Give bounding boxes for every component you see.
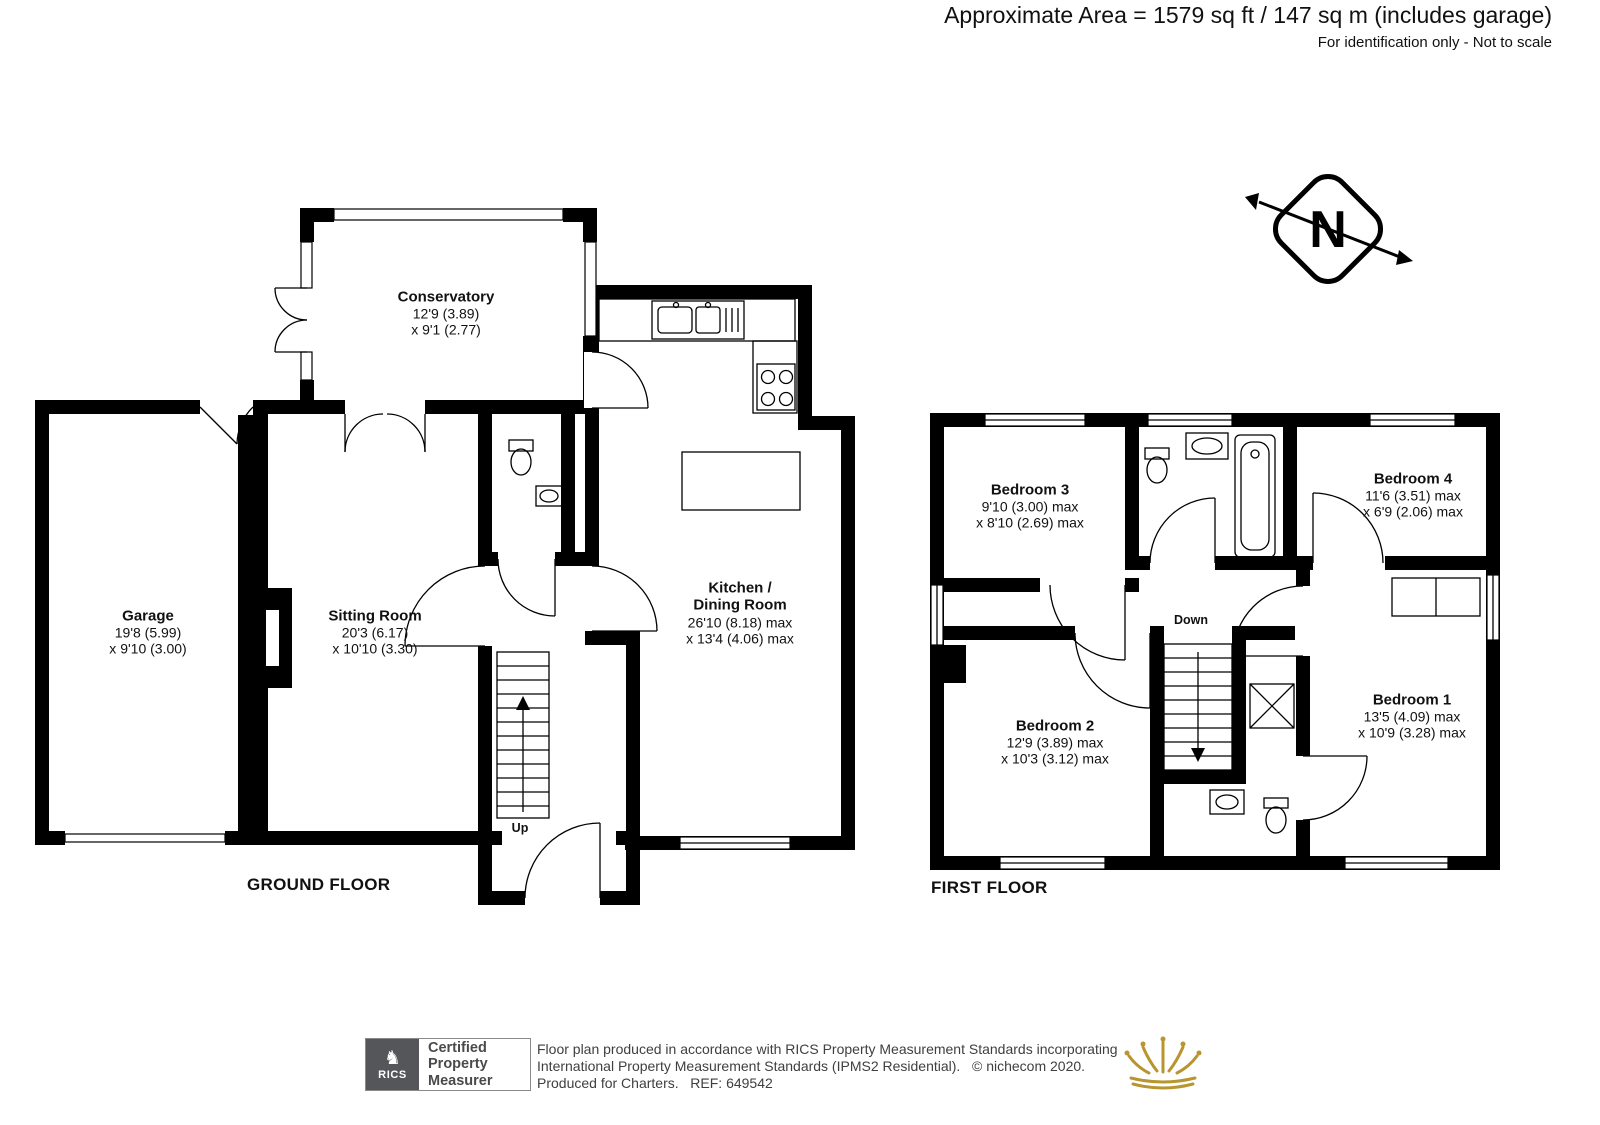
room-dimensions: 12'9 (3.89) max <box>1006 734 1104 751</box>
first-floor-doors <box>1049 492 1384 821</box>
room-dimensions: 19'8 (5.99) <box>114 624 182 641</box>
rics-badge-line: Certified <box>428 1040 487 1057</box>
room-dimensions: 11'6 (3.51) max <box>1365 487 1461 504</box>
ensuite-sink-icon <box>1209 789 1245 815</box>
bathroom-sink-icon <box>1185 432 1229 460</box>
first-floor-openings <box>1040 555 1385 820</box>
compass-north-icon: N <box>1245 173 1413 285</box>
kitchen-sink-icon <box>651 300 745 340</box>
bathtub-icon <box>1234 434 1276 558</box>
room-dimensions: 12'9 (3.89) <box>412 305 480 322</box>
room-label-conservatory: Conservatory 12'9 (3.89) x 9'1 (2.77) <box>398 288 495 337</box>
room-dimensions: 9'10 (3.00) max <box>981 498 1079 515</box>
rics-certification-badge: ♞ RICS Certified Property Measurer <box>365 1038 531 1091</box>
footer-line: Floor plan produced in accordance with R… <box>537 1041 1118 1057</box>
rics-wordmark: RICS <box>378 1068 407 1081</box>
stairs-up-label: Up <box>511 821 529 835</box>
charters-crown-logo <box>1124 1036 1202 1090</box>
footer-line: International Property Measurement Stand… <box>537 1058 1086 1074</box>
hob-icon <box>756 363 796 411</box>
room-dimensions: 26'10 (8.18) max <box>687 614 793 631</box>
room-label-kitchen-dining: Kitchen / Dining Room 26'10 (8.18) max x… <box>686 580 794 647</box>
staircase-up <box>496 651 550 819</box>
rics-badge-line: Measurer <box>428 1072 493 1089</box>
ensuite-toilet-icon <box>1263 797 1289 834</box>
wc-basin-icon <box>535 485 563 507</box>
room-name: Garage <box>122 607 174 625</box>
room-label-bedroom-2: Bedroom 2 12'9 (3.89) max x 10'3 (3.12) … <box>1001 717 1109 766</box>
room-dimensions: x 13'4 (4.06) max <box>686 630 794 647</box>
room-dimensions: x 8'10 (2.69) max <box>976 514 1084 531</box>
room-label-garage: Garage 19'8 (5.99) x 9'10 (3.00) <box>109 607 186 656</box>
ground-floor-plan <box>35 208 855 906</box>
shower-icon <box>1249 683 1295 729</box>
disclaimer-text: For identification only - Not to scale <box>1317 34 1552 51</box>
kitchen-counter <box>598 298 801 511</box>
wardrobe <box>1391 577 1481 617</box>
first-floor-title: FIRST FLOOR <box>931 878 1048 897</box>
footer-disclaimer: Floor plan produced in accordance with R… <box>537 1041 1118 1092</box>
rics-crest-icon: ♞ <box>383 1047 402 1069</box>
room-label-bedroom-1: Bedroom 1 13'5 (4.09) max x 10'9 (3.28) … <box>1358 691 1466 740</box>
room-name: Conservatory <box>397 288 495 306</box>
room-dimensions: x 9'10 (3.00) <box>109 640 187 657</box>
approximate-area-text: Approximate Area = 1579 sq ft / 147 sq m… <box>944 2 1552 28</box>
room-name: Dining Room <box>693 596 787 614</box>
room-name: Kitchen / <box>708 579 772 597</box>
room-label-sitting-room: Sitting Room 20'3 (6.17) x 10'10 (3.30) <box>328 607 421 656</box>
ground-floor-title: GROUND FLOOR <box>247 875 391 894</box>
first-floor-plan <box>930 413 1500 870</box>
rics-badge-line: Property <box>428 1056 488 1073</box>
footer-line: Produced for Charters. REF: 649542 <box>537 1075 773 1091</box>
room-name: Bedroom 3 <box>990 481 1070 499</box>
room-name: Bedroom 2 <box>1015 717 1095 735</box>
room-dimensions: x 9'1 (2.77) <box>411 321 481 338</box>
room-dimensions: x 10'9 (3.28) max <box>1358 724 1466 741</box>
room-dimensions: 20'3 (6.17) <box>341 624 409 641</box>
stairs-down-label: Down <box>1173 613 1209 627</box>
room-name: Bedroom 4 <box>1373 470 1453 488</box>
room-dimensions: x 6'9 (2.06) max <box>1363 503 1463 520</box>
ground-floor-doors <box>199 287 658 899</box>
room-name: Bedroom 1 <box>1372 691 1452 709</box>
room-label-bedroom-4: Bedroom 4 11'6 (3.51) max x 6'9 (2.06) m… <box>1363 470 1463 519</box>
room-label-bedroom-3: Bedroom 3 9'10 (3.00) max x 8'10 (2.69) … <box>976 481 1084 530</box>
header: Approximate Area = 1579 sq ft / 147 sq m… <box>944 2 1552 51</box>
rics-badge-text: Certified Property Measurer <box>419 1039 530 1090</box>
rics-logo: ♞ RICS <box>366 1039 419 1090</box>
compass-north-label: N <box>1309 201 1347 259</box>
room-dimensions: x 10'10 (3.30) <box>332 640 418 657</box>
room-dimensions: 13'5 (4.09) max <box>1363 708 1461 725</box>
wc-toilet-icon <box>508 439 534 476</box>
room-dimensions: x 10'3 (3.12) max <box>1001 750 1109 767</box>
bathroom-toilet-icon <box>1144 447 1170 484</box>
room-name: Sitting Room <box>328 607 422 625</box>
staircase-down <box>1163 643 1233 771</box>
first-floor-window-lines <box>936 419 1494 864</box>
